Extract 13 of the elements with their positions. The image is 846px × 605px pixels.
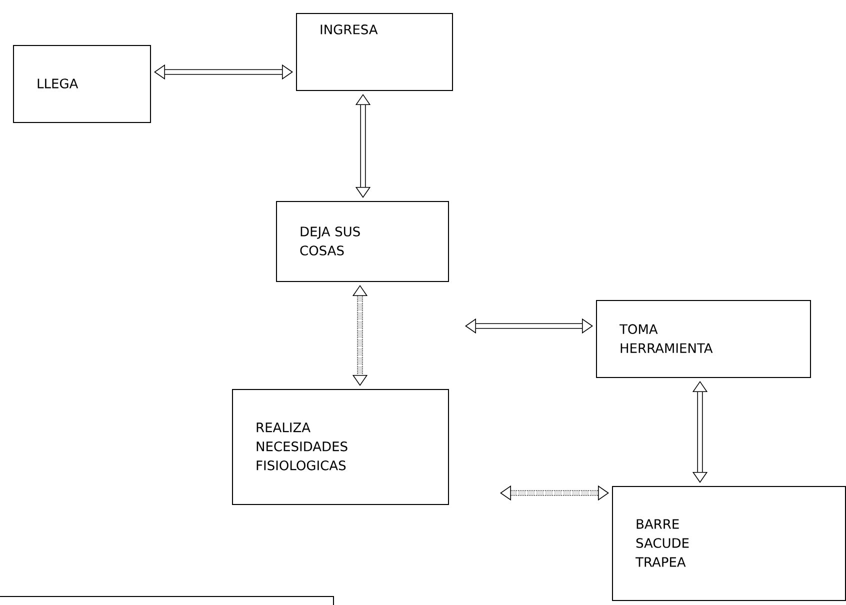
double-arrow [352,285,368,386]
process-box: INGRESA [296,13,453,91]
double-arrow [692,381,708,483]
double-arrow [355,94,371,198]
process-box: BARRE SACUDE TRAPEA [612,486,846,601]
empty-box [0,596,334,605]
process-box: REALIZA NECESIDADES FISIOLOGICAS [232,389,449,505]
process-box: LLEGA [13,45,151,123]
double-arrow [154,64,293,80]
double-arrow [465,318,593,334]
process-box: DEJA SUS COSAS [276,201,449,282]
double-arrow [500,485,609,501]
process-box: TOMA HERRAMIENTA [596,300,811,378]
